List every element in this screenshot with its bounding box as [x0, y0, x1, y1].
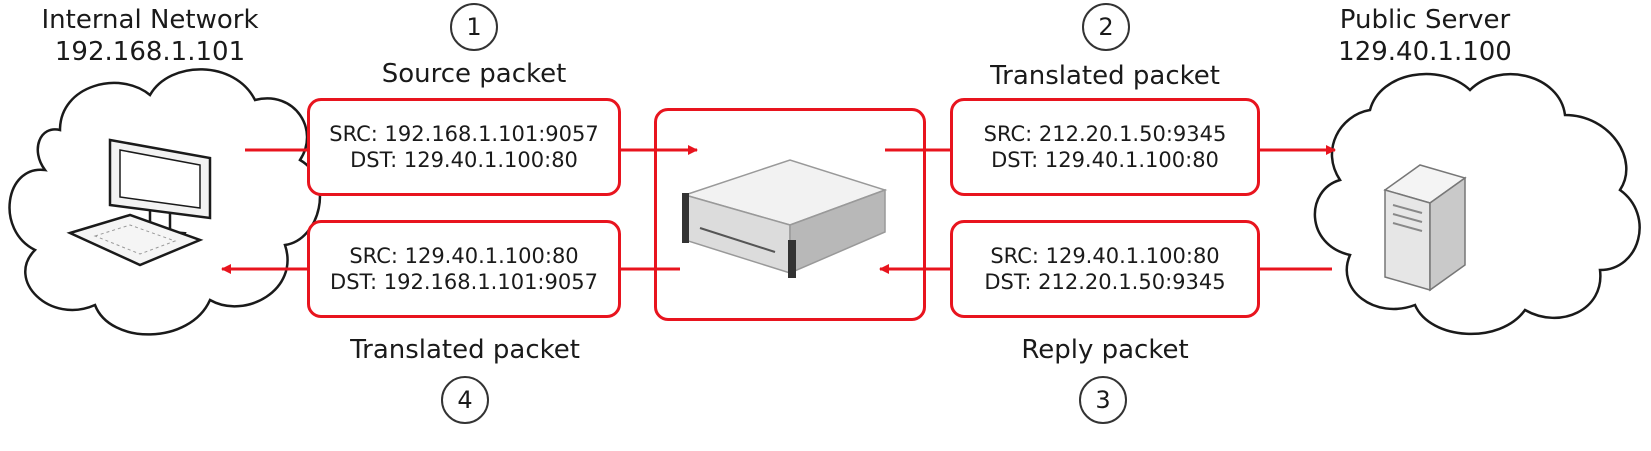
step-1-src: SRC: 192.168.1.101:9057	[329, 122, 599, 146]
step-3-number: 3	[1079, 376, 1127, 424]
step-2-packet: SRC: 212.20.1.50:9345 DST: 129.40.1.100:…	[950, 98, 1260, 196]
step-1-label: Source packet	[381, 59, 567, 89]
step-4-number: 4	[441, 376, 489, 424]
step-4-label: Translated packet	[350, 335, 580, 365]
step-4-src: SRC: 129.40.1.100:80	[349, 244, 579, 268]
server-tower-icon	[1383, 164, 1467, 292]
step-3-label: Reply packet	[1021, 335, 1189, 365]
step-1-dst: DST: 129.40.1.100:80	[350, 148, 578, 172]
public-server-title: Public Server	[1339, 5, 1511, 35]
step-2-number: 2	[1082, 3, 1130, 51]
internal-network-ip: 192.168.1.101	[54, 37, 246, 67]
step-4-dst: DST: 192.168.1.101:9057	[330, 270, 598, 294]
internal-network-title: Internal Network	[41, 5, 259, 35]
step-2-label: Translated packet	[990, 61, 1220, 91]
step-3-src: SRC: 129.40.1.100:80	[990, 244, 1220, 268]
public-server-cloud	[1313, 72, 1641, 336]
desktop-computer-icon	[66, 138, 212, 267]
step-1-number: 1	[450, 3, 498, 51]
step-2-src: SRC: 212.20.1.50:9345	[983, 122, 1227, 146]
public-server-ip: 129.40.1.100	[1338, 37, 1512, 67]
internal-network-label: Internal Network 192.168.1.101	[30, 4, 270, 68]
step-3-dst: DST: 212.20.1.50:9345	[984, 270, 1226, 294]
step-2-dst: DST: 129.40.1.100:80	[991, 148, 1219, 172]
network-appliance-icon	[682, 159, 888, 278]
nat-device-frame	[654, 108, 926, 321]
step-1-packet: SRC: 192.168.1.101:9057 DST: 129.40.1.10…	[307, 98, 621, 196]
public-server-label: Public Server 129.40.1.100	[1320, 4, 1530, 68]
flow-arrows	[221, 145, 1336, 274]
step-3-packet: SRC: 129.40.1.100:80 DST: 212.20.1.50:93…	[950, 220, 1260, 318]
step-4-packet: SRC: 129.40.1.100:80 DST: 192.168.1.101:…	[307, 220, 621, 318]
